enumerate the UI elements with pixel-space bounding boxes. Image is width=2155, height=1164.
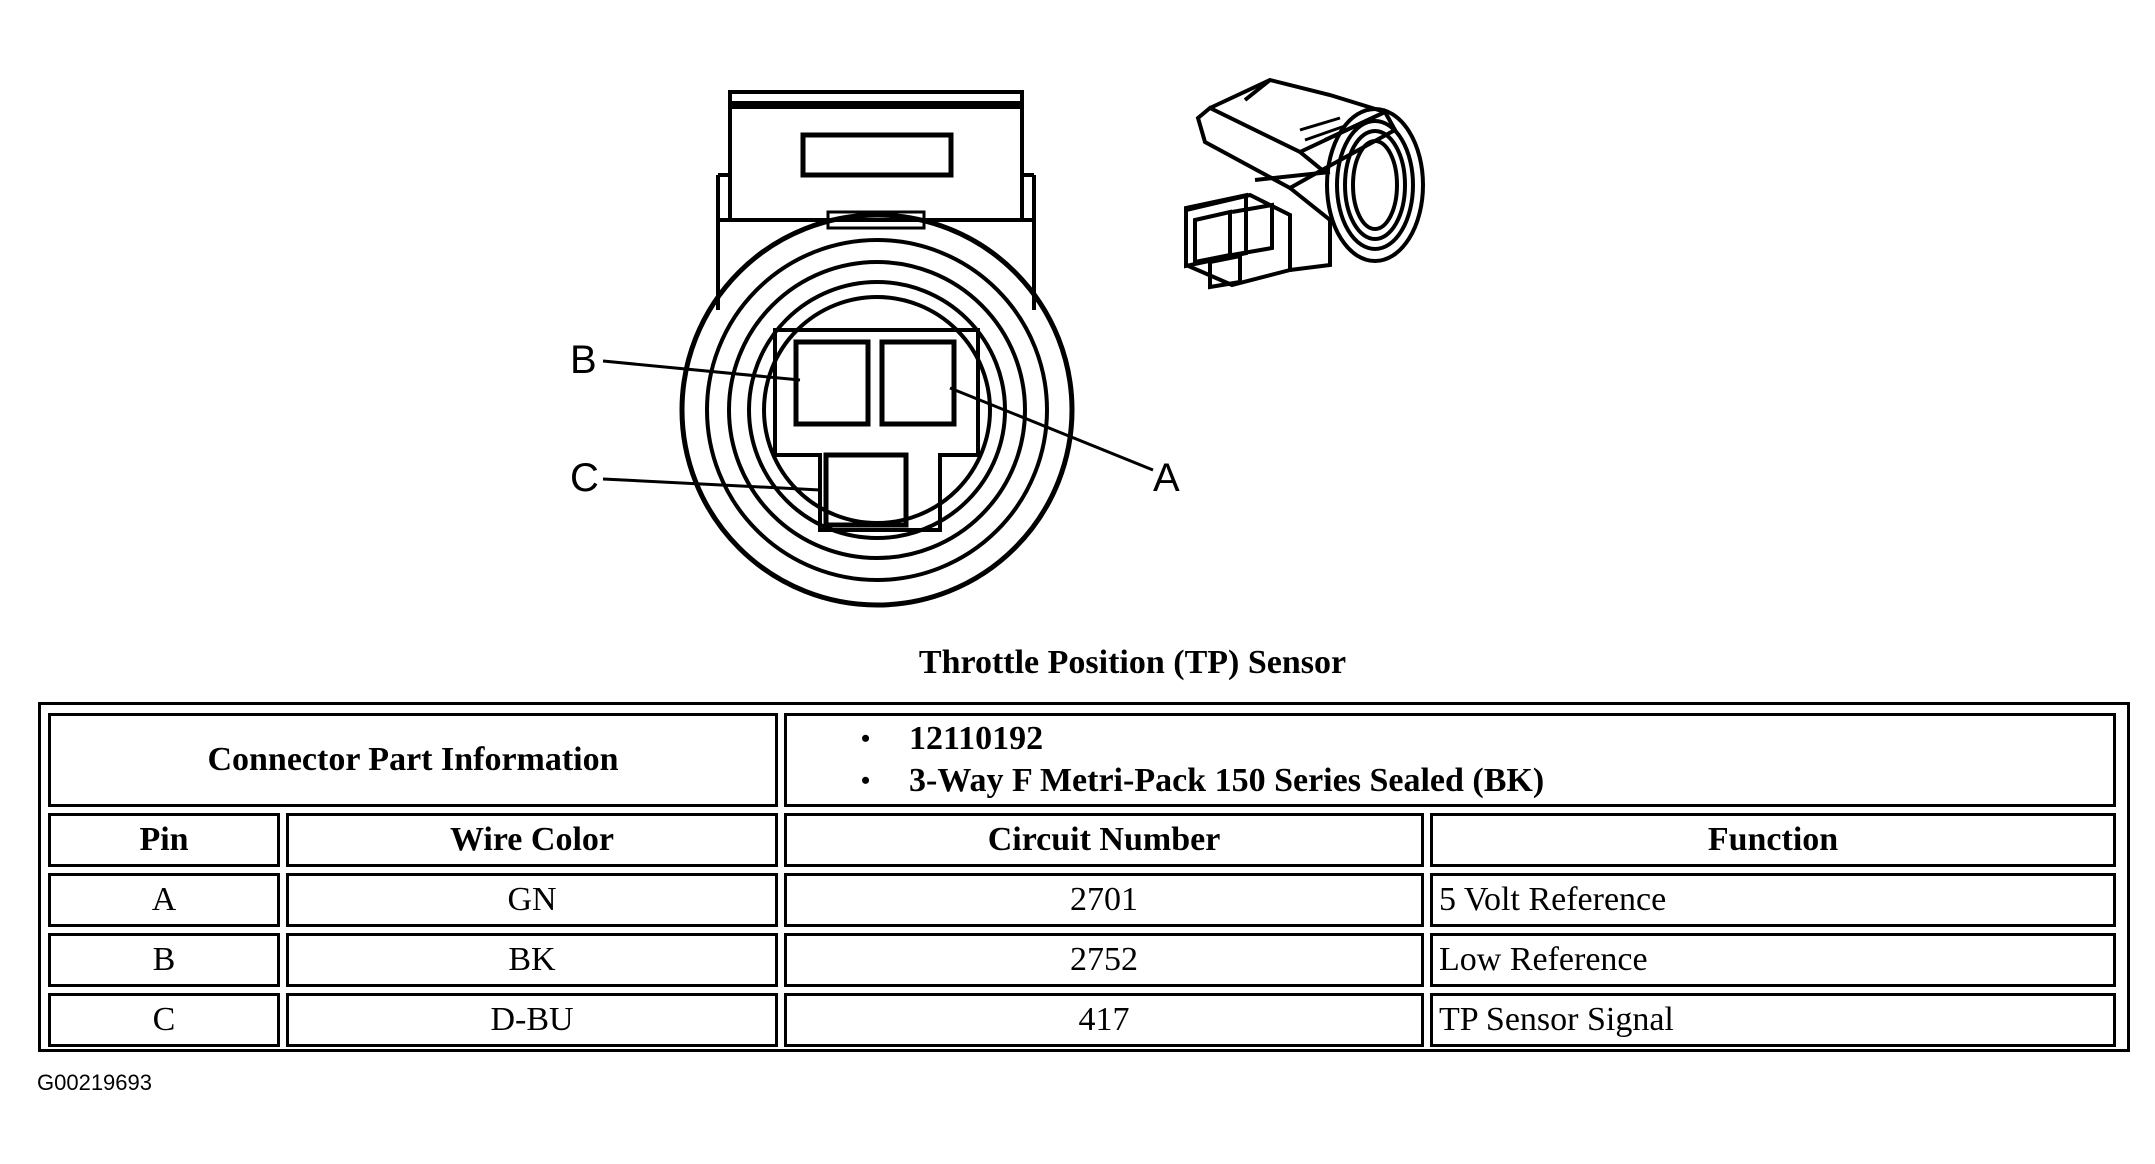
row-b-pin: B bbox=[48, 933, 280, 987]
connector-isometric-icon bbox=[1184, 77, 1425, 290]
terminal-b bbox=[793, 339, 871, 427]
row-c-wire-color: D-BU bbox=[286, 993, 778, 1047]
terminal-a bbox=[879, 339, 957, 427]
row-b-circuit-number: 2752 bbox=[784, 933, 1424, 987]
connector-face-drawing bbox=[602, 77, 1425, 608]
terminal-c bbox=[823, 452, 909, 528]
row-a-wire-color: GN bbox=[286, 873, 778, 927]
header-circuit-number: Circuit Number bbox=[784, 813, 1424, 867]
part-info-label: Connector Part Information bbox=[48, 713, 778, 807]
header-pin: Pin bbox=[48, 813, 280, 867]
header-wire-color: Wire Color bbox=[286, 813, 778, 867]
row-a-circuit-number: 2701 bbox=[784, 873, 1424, 927]
row-c-pin: C bbox=[48, 993, 280, 1047]
figure-id: G00219693 bbox=[37, 1070, 152, 1095]
row-a-pin: A bbox=[48, 873, 280, 927]
connector-table: Connector Part Information •12110192 •3-… bbox=[38, 702, 2130, 1052]
pin-b-label: B bbox=[570, 338, 597, 382]
connector-latch-housing bbox=[728, 90, 1024, 222]
row-c-circuit-number: 417 bbox=[784, 993, 1424, 1047]
outer-seal-ring bbox=[679, 212, 1075, 608]
part-info-item: •12110192 bbox=[861, 720, 1044, 757]
row-b-function: Low Reference bbox=[1430, 933, 2116, 987]
header-function: Function bbox=[1430, 813, 2116, 867]
part-info-item: •3-Way F Metri-Pack 150 Series Sealed (B… bbox=[861, 762, 1545, 799]
pin-a-label: A bbox=[1153, 456, 1180, 500]
row-b-wire-color: BK bbox=[286, 933, 778, 987]
diagram-caption: Throttle Position (TP) Sensor bbox=[918, 644, 1347, 681]
row-c-function: TP Sensor Signal bbox=[1430, 993, 2116, 1047]
row-a-function: 5 Volt Reference bbox=[1430, 873, 2116, 927]
part-info-cell: •12110192 •3-Way F Metri-Pack 150 Series… bbox=[784, 713, 2116, 807]
pin-c-label: C bbox=[570, 456, 599, 500]
connector-diagram: B C A bbox=[570, 77, 1425, 608]
